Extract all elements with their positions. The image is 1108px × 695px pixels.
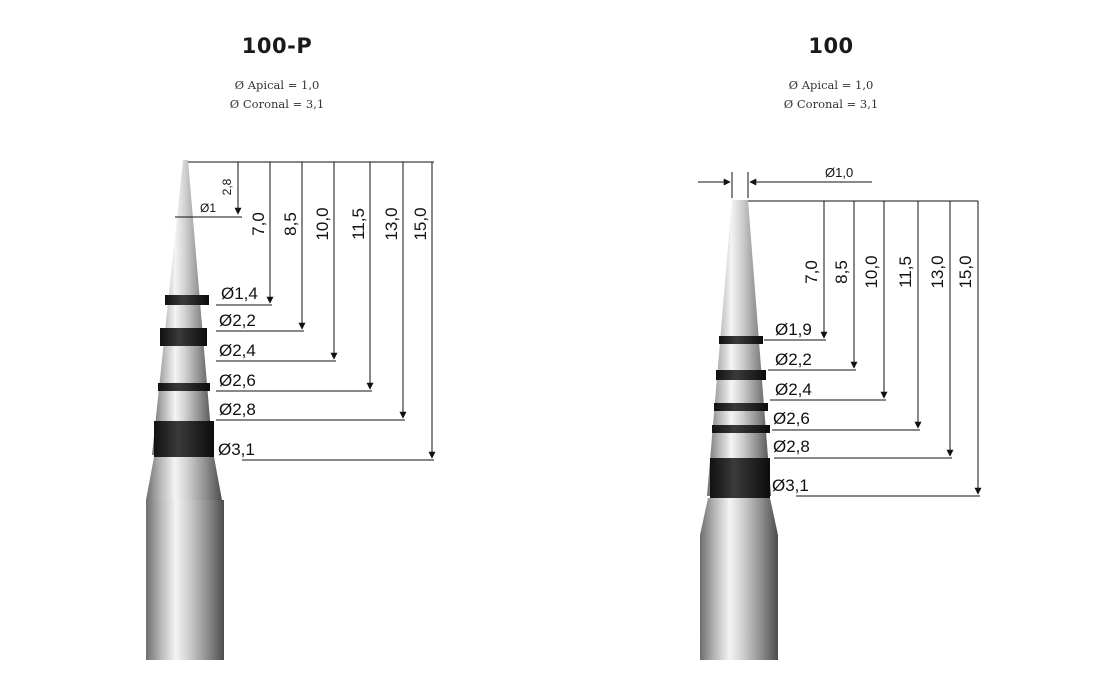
diameter-label: Ø2,2	[775, 350, 812, 369]
coronal-diameter-spec: Ø Coronal = 3,1	[783, 97, 879, 111]
drill-title: 100	[808, 34, 854, 58]
tip-diameter-label: Ø1,0	[825, 165, 853, 180]
depth-label: 13,0	[928, 255, 947, 288]
depth-label: 8,5	[281, 212, 300, 236]
depth-label: 11,5	[896, 256, 915, 288]
diameter-label: Ø3,1	[218, 440, 255, 459]
dimension-lines	[175, 161, 436, 461]
drill-diagram-100: Ø1,0 7,0 8,5 10,0 11,5 13,0 15,0 Ø1,9 Ø2…	[698, 165, 982, 660]
diameter-label: Ø2,6	[773, 409, 810, 428]
diameter-label: Ø3,1	[772, 476, 809, 495]
depth-label: 7,0	[802, 260, 821, 284]
dimension-lines	[698, 172, 982, 497]
diameter-label: Ø2,8	[219, 400, 256, 419]
depth-label: 10,0	[313, 207, 332, 240]
drill-body	[146, 160, 224, 660]
depth-label: 7,0	[249, 212, 268, 236]
depth-label: 15,0	[956, 255, 975, 288]
depth-label: 13,0	[382, 207, 401, 240]
diameter-label: Ø2,2	[219, 311, 256, 330]
apical-diameter-spec: Ø Apical = 1,0	[788, 78, 874, 92]
diameter-label: Ø1,9	[775, 320, 812, 339]
tip-depth-label: 2,8	[220, 178, 234, 195]
diameter-label: Ø2,8	[773, 437, 810, 456]
depth-label: 8,5	[832, 260, 851, 284]
coronal-diameter-spec: Ø Coronal = 3,1	[229, 97, 325, 111]
depth-label: 11,5	[349, 208, 368, 240]
diameter-label: Ø2,4	[775, 380, 812, 399]
depth-label: 10,0	[862, 255, 881, 288]
drill-body	[700, 200, 778, 660]
apical-diameter-spec: Ø Apical = 1,0	[234, 78, 320, 92]
tip-diameter-label: Ø1	[200, 201, 216, 215]
diameter-label: Ø1,4	[221, 284, 258, 303]
drill-diagram-100p: 2,8 Ø1 7,0 8,5 10,0 11,5 13,0 15,0 Ø1,4 …	[146, 160, 436, 660]
drill-title: 100-P	[241, 34, 313, 58]
depth-label: 15,0	[411, 207, 430, 240]
drill-panel-100: 100 Ø Apical = 1,0 Ø Coronal = 3,1	[554, 0, 1108, 695]
diameter-label: Ø2,4	[219, 341, 256, 360]
drill-panel-100p: 100-P Ø Apical = 1,0 Ø Coronal = 3,1	[146, 34, 436, 660]
diameter-label: Ø2,6	[219, 371, 256, 390]
